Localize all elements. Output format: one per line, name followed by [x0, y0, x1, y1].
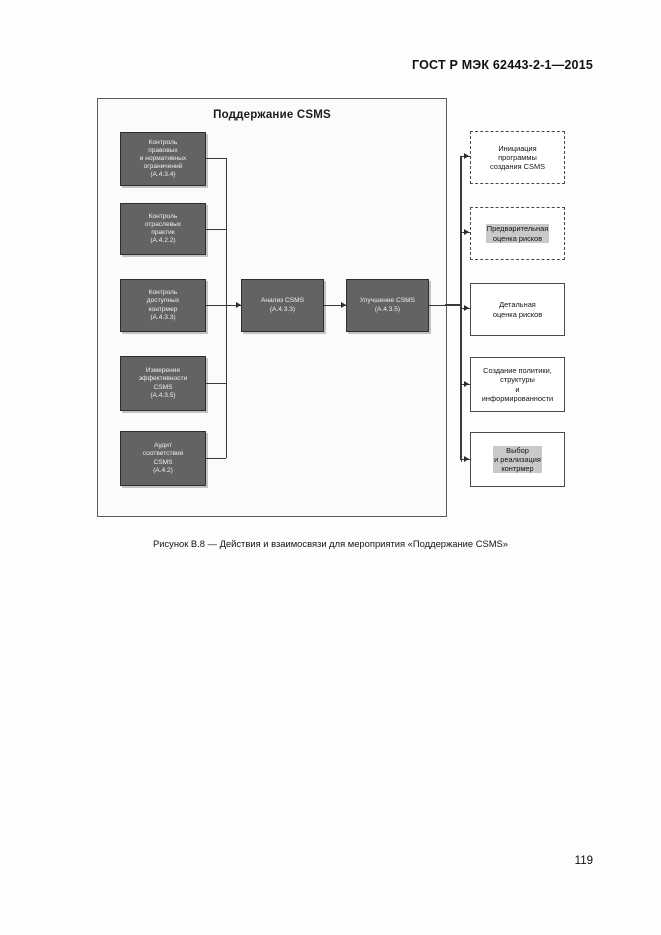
output-node-high-level-risk-assessment-label: Предварительная оценка рисков [485, 224, 550, 243]
output-node-high-level-risk-assessment[interactable]: Предварительная оценка рисков [470, 207, 565, 260]
input-node-csms-effectiveness[interactable]: Измерение эффективности CSMS (A.4.3.5) [120, 356, 206, 411]
arrowhead-to-output-2 [464, 229, 469, 235]
figure-frame: Поддержание CSMS Контроль правовых и нор… [97, 98, 462, 517]
output-node-select-implement-countermeasures-label: Выбор и реализация контрмер [493, 445, 542, 474]
arrowhead-to-output-5 [464, 456, 469, 462]
output-node-policy-organization-awareness[interactable]: Создание политики, структуры и информиро… [470, 357, 565, 412]
connector-bus-to-analyze [226, 305, 241, 306]
connector-input-1-stub [206, 158, 226, 159]
arrowhead-to-output-3 [464, 305, 469, 311]
output-node-select-implement-countermeasures[interactable]: Выбор и реализация контрмер [470, 432, 565, 487]
output-node-initiate-csms-program[interactable]: Инициация программы создания CSMS [470, 131, 565, 184]
connector-input-bus [226, 158, 227, 458]
process-node-improve-csms[interactable]: Улучшение CSMS (A.4.3.5) [346, 279, 429, 332]
figure-caption: Рисунок В.8 — Действия и взаимосвязи для… [152, 538, 509, 549]
process-node-analyze-csms[interactable]: Анализ CSMS (A.4.3.3) [241, 279, 324, 332]
connector-output-bus [461, 156, 462, 462]
input-node-industry-practices[interactable]: Контроль отраслевых практик (A.4.2.2) [120, 203, 206, 255]
arrowhead-to-output-1 [464, 153, 469, 159]
connector-input-3-stub [206, 305, 226, 306]
connector-analyze-to-improve [324, 305, 346, 306]
connector-improve-out [429, 305, 461, 306]
connector-frame-to-outer-bus [445, 304, 460, 305]
input-node-legal-regulatory[interactable]: Контроль правовых и нормативных ограниче… [120, 132, 206, 186]
connector-output-outer-bus [460, 156, 461, 459]
figure-title: Поддержание CSMS [213, 109, 331, 121]
connector-input-2-stub [206, 229, 226, 230]
connector-input-5-stub [206, 458, 226, 459]
arrowhead-to-output-4 [464, 381, 469, 387]
arrowhead-to-improve [341, 302, 346, 308]
input-node-available-countermeasures[interactable]: Контроль доступных контрмер (A.4.3.3) [120, 279, 206, 332]
output-node-detailed-risk-assessment[interactable]: Детальная оценка рисков [470, 283, 565, 336]
connector-input-4-stub [206, 383, 226, 384]
input-node-conformance-audit[interactable]: Аудит соответствия CSMS (A.4.2) [120, 431, 206, 486]
page-number: 119 [574, 855, 593, 867]
arrowhead-to-analyze [236, 302, 241, 308]
document-header: ГОСТ Р МЭК 62443-2-1—2015 [412, 58, 593, 72]
